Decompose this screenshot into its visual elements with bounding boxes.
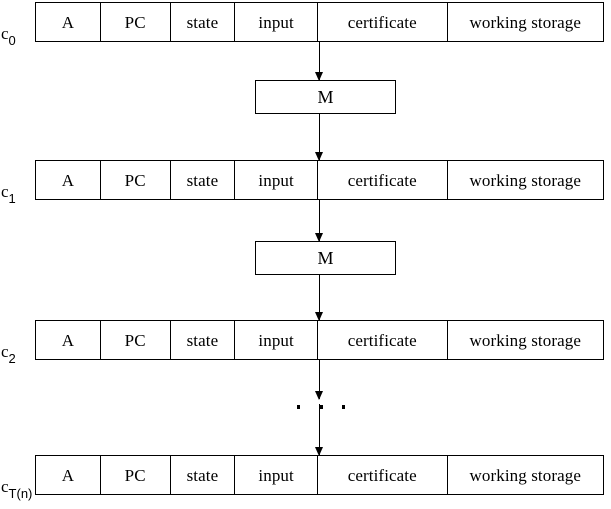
row-label-subscript: 1: [8, 191, 16, 206]
arrowhead-icon: [315, 233, 324, 242]
row-label-base: c: [1, 342, 9, 361]
cell-working-storage: working storage: [469, 330, 582, 350]
arrowhead-icon: [315, 152, 324, 161]
machine-box-2: M: [255, 241, 396, 275]
cell-a: A: [36, 456, 101, 494]
cell-state: state: [171, 456, 236, 494]
configuration-row-c2: A PC state input certificate working sto…: [35, 320, 604, 360]
cell-pc: PC: [101, 161, 171, 199]
cell-certificate: certificate: [318, 456, 448, 494]
arrow-c0-to-m1: [315, 42, 324, 81]
cell-state: state: [171, 3, 236, 41]
cell-pc: PC: [101, 3, 171, 41]
row-label-subscript: 0: [8, 33, 16, 48]
row-label-subscript: T(n): [8, 486, 33, 501]
ellipsis-dot-icon: [297, 405, 301, 409]
configuration-row-ctn: A PC state input certificate working sto…: [35, 455, 604, 495]
cell-input: input: [235, 161, 318, 199]
arrowhead-icon: [315, 312, 324, 321]
arrow-m2-to-c2: [315, 275, 324, 321]
cell-input: input: [235, 321, 318, 359]
machine-box-1: M: [255, 80, 396, 114]
arrow-c2-to-ellipsis: [315, 360, 324, 400]
ellipsis-dot-icon: [341, 405, 345, 409]
cell-working-storage: working storage: [469, 12, 582, 32]
cell-certificate: certificate: [318, 161, 448, 199]
cell-pc: PC: [101, 456, 171, 494]
cell-a: A: [36, 321, 101, 359]
ellipsis-dots: [297, 398, 345, 416]
cell-certificate: certificate: [318, 3, 448, 41]
row-label-subscript: 2: [8, 351, 16, 366]
row-label-base: c: [1, 24, 9, 43]
cell-input: input: [235, 456, 318, 494]
cell-working-storage: working storage: [469, 465, 582, 485]
arrow-c1-to-m2: [315, 200, 324, 242]
cell-working-storage: working storage: [469, 170, 582, 190]
configuration-row-c1: A PC state input certificate working sto…: [35, 160, 604, 200]
row-label-base: c: [1, 182, 9, 201]
cell-state: state: [171, 321, 236, 359]
cell-pc: PC: [101, 321, 171, 359]
cell-input: input: [235, 3, 318, 41]
arrowhead-icon: [315, 391, 324, 400]
row-label-base: c: [1, 477, 9, 496]
cell-a: A: [36, 3, 101, 41]
arrowhead-icon: [315, 447, 324, 456]
cell-a: A: [36, 161, 101, 199]
arrow-m1-to-c1: [315, 114, 324, 161]
arrowhead-icon: [315, 72, 324, 81]
ellipsis-dot-icon: [319, 405, 323, 409]
configuration-row-c0: A PC state input certificate working sto…: [35, 2, 604, 42]
cell-certificate: certificate: [318, 321, 448, 359]
cell-state: state: [171, 161, 236, 199]
arrow-ellipsis-to-ctn: [315, 404, 324, 456]
